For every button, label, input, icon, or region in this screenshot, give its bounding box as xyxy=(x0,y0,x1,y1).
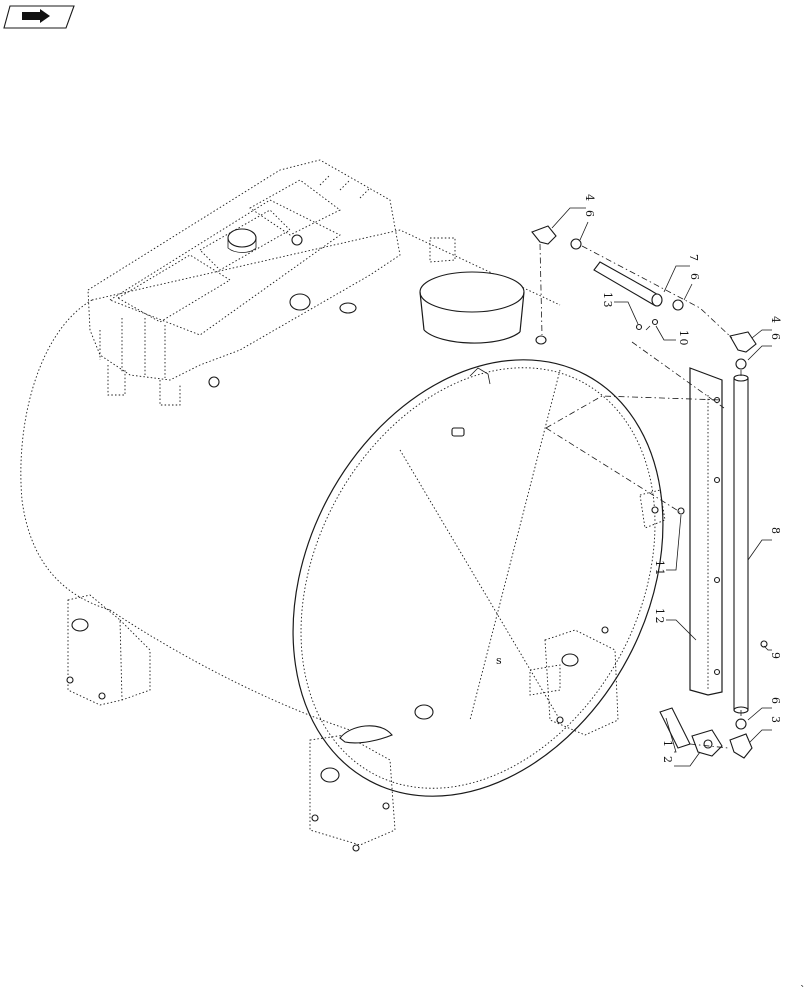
callout-5: 4 xyxy=(583,194,596,203)
saddle-bracket-upper-right xyxy=(639,489,666,529)
callout-1: 1 xyxy=(661,740,674,749)
nav-badge[interactable] xyxy=(3,5,75,29)
callout-4: 4 xyxy=(769,316,782,325)
callout-11: 10 xyxy=(677,330,690,347)
callout-7: 7 xyxy=(687,254,700,263)
callout-3: 3 xyxy=(769,716,782,725)
sight-tube xyxy=(733,374,749,714)
callout-9: 9 xyxy=(769,652,782,661)
saddle-bracket-right xyxy=(529,626,619,736)
arrow-right-icon xyxy=(22,9,50,23)
nut-12 xyxy=(677,507,685,515)
callout-6: 6 xyxy=(688,273,701,282)
hose-7 xyxy=(593,261,663,307)
callout-6: 6 xyxy=(583,210,596,219)
callout-6: 6 xyxy=(769,333,782,342)
control-console xyxy=(87,159,456,406)
tank-body: s xyxy=(20,229,664,797)
gauge-shield xyxy=(689,367,723,696)
callout-13: 13 xyxy=(601,292,614,309)
saddle-bracket-center xyxy=(309,725,396,852)
clamp-6d xyxy=(735,718,747,730)
elbow-fitting-5 xyxy=(531,225,557,245)
elbow-fitting-4 xyxy=(729,331,757,353)
corner-mark: ` xyxy=(800,984,807,997)
saddle-bracket-left xyxy=(66,594,151,706)
svg-text:s: s xyxy=(496,654,503,667)
clamp-6a xyxy=(570,238,582,250)
washer-13 xyxy=(635,323,643,331)
callout-6: 6 xyxy=(769,697,782,706)
callout-2: 2 xyxy=(661,756,674,765)
assembly-lines xyxy=(539,243,742,749)
callout-labels: 4 6 7 6 4 6 8 9 6 3 10 13 11 12 1 2 xyxy=(583,194,782,765)
callout-10: 12 xyxy=(653,608,666,625)
callout-12: 11 xyxy=(653,560,666,577)
elbow-fitting-3 xyxy=(729,733,753,759)
callout-leaders xyxy=(551,207,772,767)
clamp-6b xyxy=(672,299,684,311)
valve-2 xyxy=(691,729,723,757)
callout-8: 8 xyxy=(769,527,782,536)
bolt-11 xyxy=(645,318,659,331)
plug-9 xyxy=(760,640,768,648)
fill-opening xyxy=(419,271,547,345)
clamp-6c xyxy=(735,358,747,370)
